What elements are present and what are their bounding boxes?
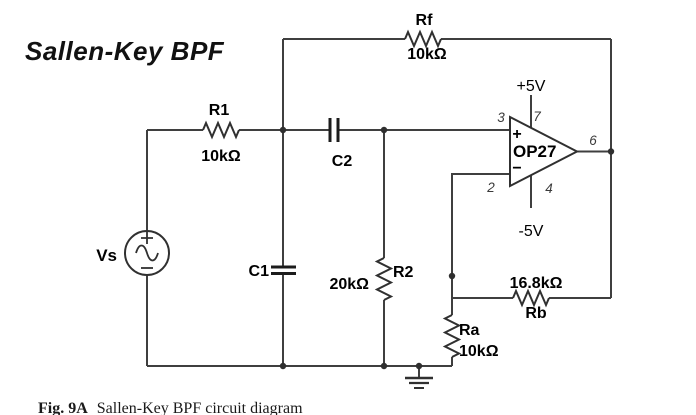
ra-label: Ra	[459, 322, 480, 339]
resistor-r2-symbol	[374, 257, 394, 301]
junction-dot	[415, 362, 423, 370]
vs-label: Vs	[96, 246, 117, 265]
rb-label: Rb	[525, 305, 547, 322]
source-sine-icon	[135, 244, 159, 262]
opamp-minus-input-sign: −	[512, 160, 521, 177]
junction-dot	[279, 126, 287, 134]
pin-2-label: 2	[486, 180, 495, 195]
c1-label: C1	[249, 263, 270, 280]
r2-value: 20kΩ	[329, 276, 369, 293]
negative-supply-label: -5V	[519, 223, 544, 240]
pin-7-label: 7	[533, 109, 541, 124]
resistor-ra-symbol	[442, 314, 462, 358]
opamp-symbol	[509, 115, 580, 188]
figure-number: Fig. 9A	[38, 400, 88, 415]
r1-label: R1	[209, 102, 230, 119]
voltage-source-symbol	[124, 230, 170, 276]
junction-dot	[380, 362, 388, 370]
wires	[146, 38, 612, 367]
opamp-part-number: OP27	[513, 142, 556, 161]
resistor-r1-symbol	[202, 120, 240, 140]
rb-value: 16.8kΩ	[510, 275, 563, 292]
ground-symbol	[405, 366, 433, 389]
figure-caption: Fig. 9A Sallen-Key BPF circuit diagram	[38, 399, 303, 415]
resistor-rb-symbol	[512, 288, 550, 308]
r2-label: R2	[393, 264, 414, 281]
resistor-rf-symbol	[404, 29, 442, 49]
rf-label: Rf	[416, 12, 434, 29]
wire-inverting-branch	[451, 173, 510, 366]
rf-value: 10kΩ	[407, 46, 447, 63]
pin-3-label: 3	[497, 110, 505, 125]
positive-supply-label: +5V	[517, 78, 546, 95]
opamp-plus-input-sign: +	[512, 126, 521, 143]
capacitor-c2-symbol	[328, 118, 340, 142]
source-plus-icon	[141, 232, 153, 244]
junction-dot	[380, 126, 388, 134]
junction-dot	[607, 148, 615, 155]
pin-6-label: 6	[589, 133, 597, 148]
junction-dots	[279, 126, 615, 370]
pin-4-label: 4	[545, 181, 553, 196]
junction-dot	[448, 272, 456, 280]
figure-caption-text: Sallen-Key BPF circuit diagram	[96, 400, 303, 415]
capacitor-c1-symbol	[271, 265, 296, 275]
junction-dot	[279, 362, 287, 370]
c2-label: C2	[332, 153, 353, 170]
ra-value: 10kΩ	[459, 343, 499, 360]
r1-value: 10kΩ	[201, 148, 241, 165]
diagram-title: Sallen-Key BPF	[25, 36, 225, 66]
